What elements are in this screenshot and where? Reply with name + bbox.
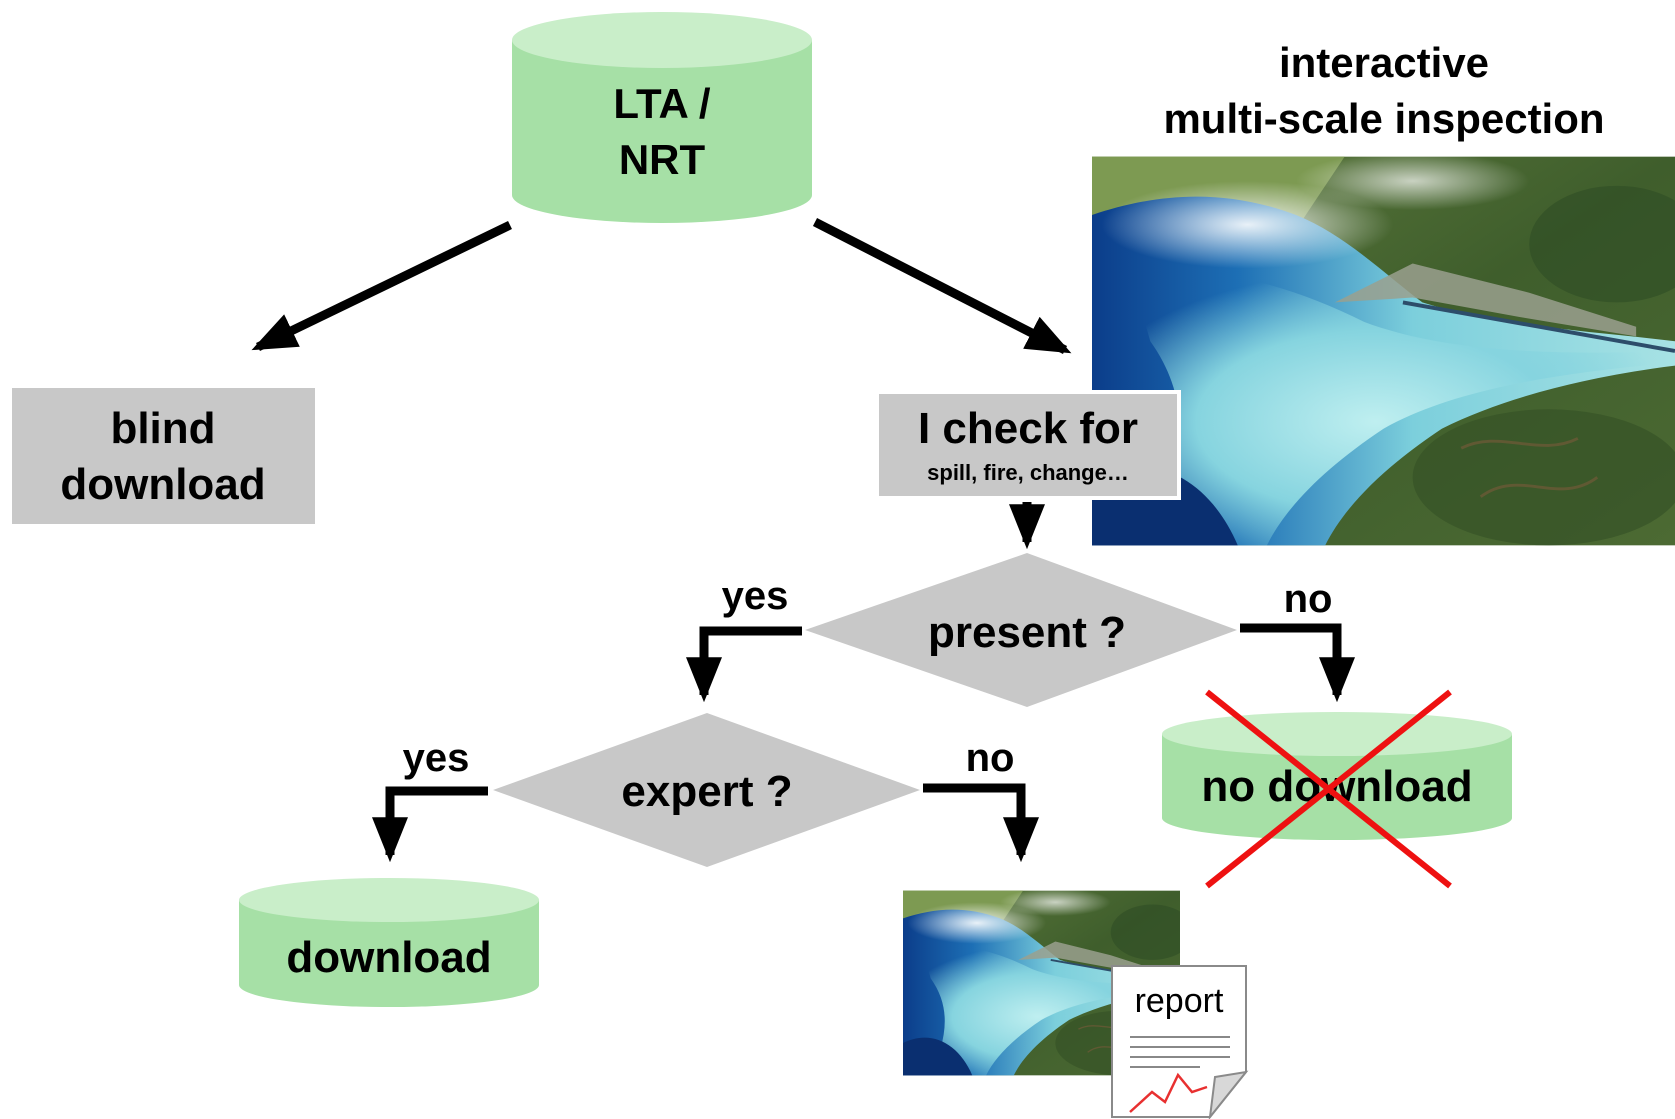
present-yes-label: yes [722, 574, 789, 618]
present-no-label: no [1284, 577, 1333, 621]
arrow-expert-no [923, 783, 1039, 863]
arrow-to-blind-download [251, 220, 512, 352]
arrow-to-inspection [812, 217, 1072, 355]
lta-nrt-label-line2: NRT [619, 136, 706, 183]
check-for-subtitle: spill, fire, change… [927, 460, 1129, 485]
no-download-label: no download [1201, 762, 1472, 811]
present-decision: present ? yes no [722, 553, 1333, 707]
arrow-present-no [1240, 623, 1355, 703]
arrow-present-yes [686, 626, 802, 703]
download-label: download [286, 933, 491, 982]
report-icon: report [1111, 965, 1249, 1119]
lta-nrt-database: LTA / NRT [512, 12, 812, 223]
expert-no-label: no [966, 736, 1015, 780]
blind-download-box: blind download [12, 388, 315, 524]
inspection-title-line2: multi-scale inspection [1163, 95, 1604, 142]
inspection-title-line1: interactive [1279, 39, 1489, 86]
no-download-database: no download [1162, 712, 1512, 840]
check-for-box: I check for spill, fire, change… [875, 390, 1181, 500]
cross-icon [1205, 689, 1452, 889]
download-database: download [239, 878, 539, 1007]
expert-decision-label: expert ? [621, 767, 792, 816]
check-for-title: I check for [918, 404, 1138, 453]
lta-nrt-label-line1: LTA / [613, 80, 711, 127]
arrow-expert-yes [372, 786, 488, 863]
connectors [251, 217, 1355, 863]
expert-yes-label: yes [403, 736, 470, 780]
report-label: report [1135, 982, 1224, 1020]
expert-decision: expert ? yes no [403, 713, 1015, 867]
blind-download-line2: download [60, 460, 265, 509]
present-decision-label: present ? [928, 608, 1126, 657]
blind-download-line1: blind [110, 404, 215, 453]
